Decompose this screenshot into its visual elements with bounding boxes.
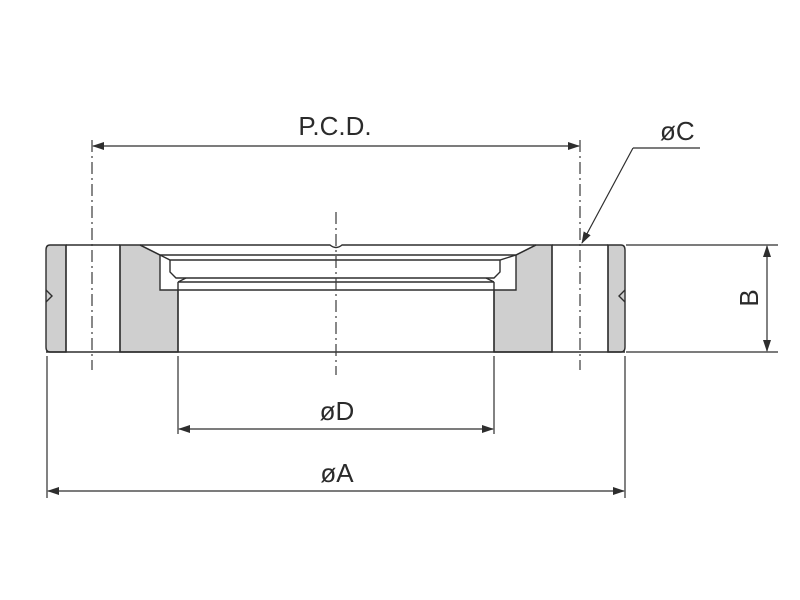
c-dimension: øC	[581, 116, 700, 244]
pcd-dimension: P.C.D.	[92, 111, 580, 150]
left-notch	[45, 289, 53, 303]
pcd-label: P.C.D.	[298, 111, 371, 141]
d-dimension: øD	[177, 356, 495, 434]
a-dimension: øA	[46, 356, 626, 498]
seal-groove-top	[140, 244, 536, 249]
seal-groove-step-2	[159, 254, 517, 261]
right-inner-section	[493, 244, 553, 353]
b-dimension: B	[626, 244, 778, 353]
right-notch	[618, 289, 626, 303]
b-label: B	[734, 289, 764, 306]
flange-section	[45, 244, 626, 353]
seal-groove-step-3	[169, 260, 501, 279]
c-label: øC	[660, 116, 695, 146]
c-leader-diagonal	[581, 147, 634, 244]
a-label: øA	[320, 458, 354, 488]
d-label: øD	[320, 396, 355, 426]
seal-groove-step-1	[139, 244, 537, 256]
